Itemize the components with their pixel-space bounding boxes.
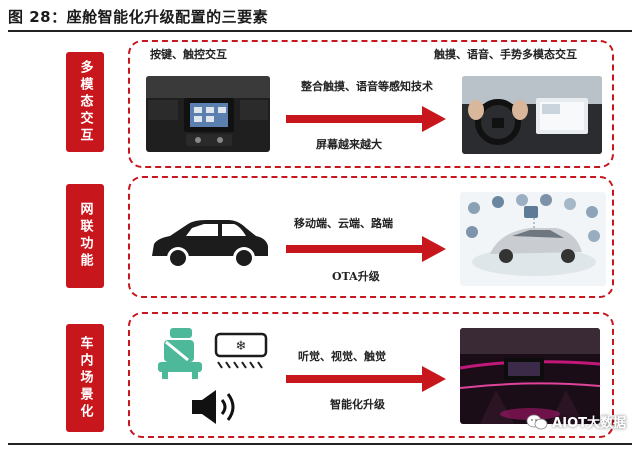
ambient-interior-photo: [460, 328, 600, 424]
watermark-text: AIOT大数据: [552, 412, 626, 431]
arrow-row2-top-text: 移动端、云端、路端: [294, 215, 393, 231]
arrow-row1-top-text: 整合触摸、语音等感知技术: [292, 80, 442, 94]
svg-text:❄: ❄: [236, 339, 247, 354]
arrow-row3-top-text: 听觉、视觉、触觉: [298, 348, 386, 364]
connected-car-graphic: [460, 192, 606, 286]
arrow-row2-bottom-text: OTA升级: [332, 268, 380, 284]
seat-icon: [154, 326, 206, 380]
car-silhouette-icon: [148, 216, 272, 272]
speaker-icon: [190, 388, 244, 426]
row-label-scenario: 车内场景化: [66, 324, 104, 432]
climate-vent-icon: ❄: [212, 332, 270, 372]
arrow-row2: [286, 236, 446, 262]
watermark: AIOT大数据: [526, 412, 626, 431]
wechat-icon: [526, 414, 548, 430]
left-heading: 按键、触控交互: [150, 46, 227, 62]
arrow-row3-bottom-text: 智能化升级: [330, 396, 385, 412]
arrow-row1-bottom-text: 屏幕越来越大: [316, 136, 382, 152]
arrow-row3: [286, 366, 446, 392]
right-heading: 触摸、语音、手势多模态交互: [434, 46, 577, 62]
dashboard-photo: [146, 76, 270, 152]
bottom-rule: [8, 443, 632, 445]
cockpit-photo: [462, 76, 602, 154]
row-label-connectivity: 网联功能: [66, 184, 104, 288]
row-label-multimodal: 多模态交互: [66, 52, 104, 152]
arrow-row1: [286, 106, 446, 132]
figure-title: 图 28：座舱智能化升级配置的三要素: [8, 6, 268, 27]
title-rule: [8, 30, 632, 32]
